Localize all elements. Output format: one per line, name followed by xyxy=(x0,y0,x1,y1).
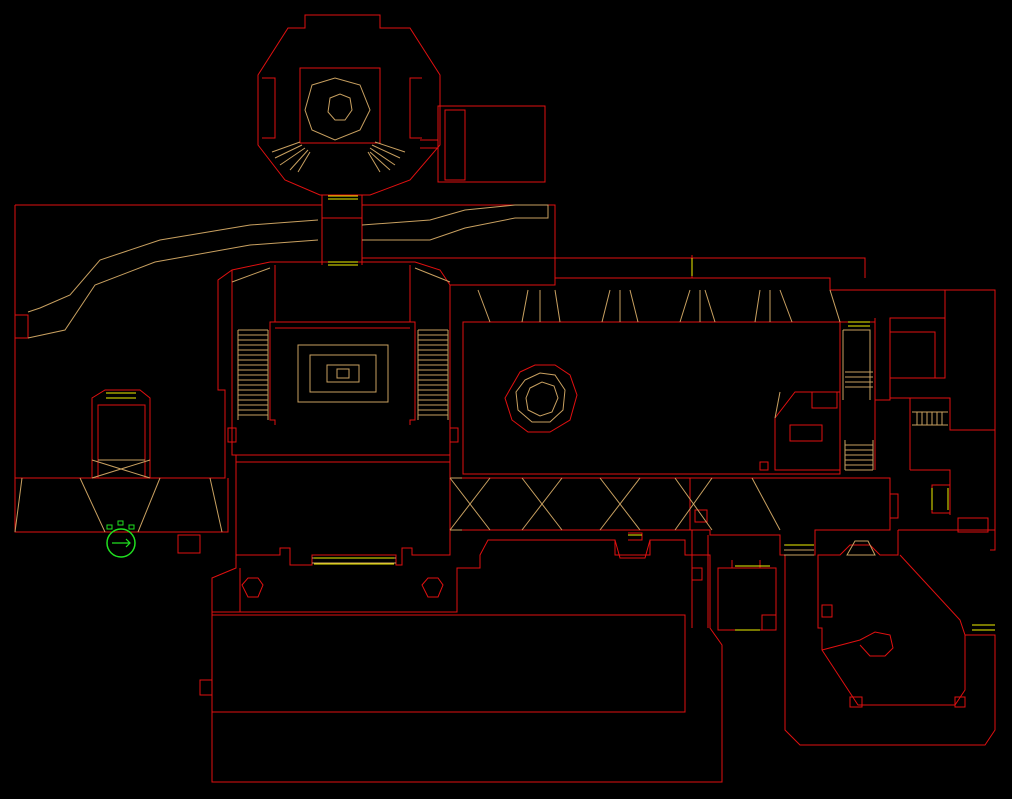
wall-sw-strip xyxy=(14,478,229,533)
player-arrow xyxy=(112,538,131,548)
wall-north-octagon xyxy=(257,14,441,196)
stairs-west xyxy=(237,329,269,420)
stairs-east-side xyxy=(844,371,948,471)
wall-north-corridor xyxy=(321,195,363,265)
level-walls xyxy=(14,14,996,783)
door-se-b xyxy=(972,624,995,631)
door-east-frame xyxy=(931,488,949,510)
wall-ne-room xyxy=(437,105,546,183)
wall-east-platform xyxy=(774,391,841,471)
wall-ne-connector xyxy=(420,139,438,149)
wall-octagon-right-alcove xyxy=(409,77,422,139)
player-marker-ring xyxy=(106,528,136,558)
door-octagon-south xyxy=(328,195,358,200)
wall-central-hall xyxy=(231,261,451,566)
player-arrow-icon xyxy=(106,520,136,558)
wall-se-area xyxy=(784,530,996,746)
door-east-side xyxy=(848,321,870,327)
level-doors xyxy=(106,195,995,631)
wall-south-structure xyxy=(211,539,723,783)
wall-small-room xyxy=(717,567,777,631)
wall-west-room xyxy=(14,204,556,479)
wall-octagon-left-alcove xyxy=(262,77,276,139)
wall-cross-corridor xyxy=(450,477,891,556)
wall-east-room-octagon xyxy=(504,364,578,433)
wall-octagon-inner xyxy=(299,67,381,144)
wall-east-room xyxy=(450,277,996,551)
wall-west-alcove xyxy=(91,389,151,478)
wall-hex-pillar-left xyxy=(241,577,264,598)
wall-hex-pillar-right xyxy=(421,577,444,598)
door-central-north xyxy=(328,261,358,266)
level-steps xyxy=(14,77,948,564)
door-central-south xyxy=(314,557,394,565)
wall-ne-room-inner xyxy=(444,109,466,181)
door-west-alcove xyxy=(106,392,136,399)
stairs-east xyxy=(417,329,449,420)
